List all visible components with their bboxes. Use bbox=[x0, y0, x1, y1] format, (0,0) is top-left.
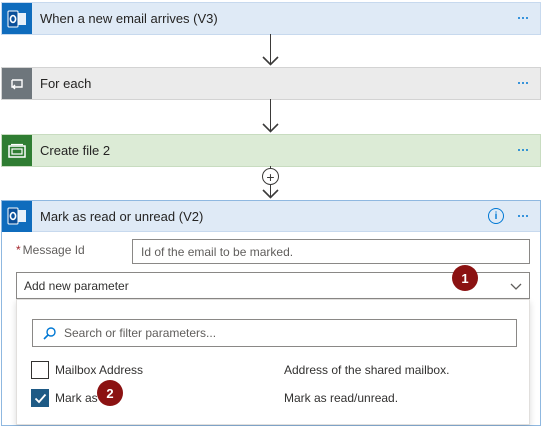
create-file-card[interactable]: Create file 2 bbox=[1, 134, 541, 167]
add-new-parameter-label: Add new parameter bbox=[24, 278, 129, 293]
message-id-input[interactable] bbox=[132, 239, 530, 264]
outlook-icon bbox=[2, 200, 32, 232]
checkmark-icon bbox=[34, 393, 46, 403]
parameter-popup: Mailbox Address Address of the shared ma… bbox=[16, 299, 530, 425]
option-description: Mark as read/unread. bbox=[284, 391, 399, 405]
search-icon bbox=[43, 326, 56, 340]
option-mailbox-address[interactable]: Mailbox Address Address of the shared ma… bbox=[31, 359, 521, 381]
plus-icon: + bbox=[266, 168, 275, 185]
trigger-card[interactable]: When a new email arrives (V3) bbox=[1, 2, 541, 35]
info-icon[interactable]: i bbox=[488, 208, 504, 224]
option-name: Mailbox Address bbox=[55, 363, 144, 377]
add-new-parameter-dropdown[interactable]: Add new parameter bbox=[16, 272, 530, 299]
option-description: Address of the shared mailbox. bbox=[284, 363, 450, 377]
parameter-search-box[interactable] bbox=[32, 319, 517, 347]
message-id-label-text: Message Id bbox=[22, 243, 85, 257]
arrow-down-icon bbox=[262, 123, 279, 133]
add-step-button[interactable]: + bbox=[262, 168, 279, 185]
create-file-card-header[interactable]: Create file 2 bbox=[2, 135, 540, 166]
trigger-title: When a new email arrives (V3) bbox=[40, 11, 218, 26]
connector-line bbox=[270, 99, 271, 131]
foreach-more-button[interactable] bbox=[514, 75, 532, 91]
mark-more-button[interactable] bbox=[514, 208, 532, 224]
create-file-title: Create file 2 bbox=[40, 143, 111, 158]
mark-as-read-card: Mark as read or unread (V2) i *Message I… bbox=[1, 200, 541, 426]
option-mark-as[interactable]: Mark as Mark as read/unread. bbox=[31, 387, 521, 409]
mark-as-checkbox[interactable] bbox=[31, 389, 49, 407]
foreach-card[interactable]: For each bbox=[1, 67, 541, 100]
trigger-more-button[interactable] bbox=[514, 10, 532, 26]
required-marker: * bbox=[16, 243, 21, 257]
mark-card-header[interactable]: Mark as read or unread (V2) i bbox=[2, 200, 540, 232]
chevron-down-icon bbox=[510, 283, 522, 290]
arrow-down-icon bbox=[262, 56, 279, 66]
message-id-label: *Message Id bbox=[16, 243, 85, 257]
trigger-card-header[interactable]: When a new email arrives (V3) bbox=[2, 3, 540, 34]
mark-card-title: Mark as read or unread (V2) bbox=[40, 208, 204, 224]
option-name: Mark as bbox=[55, 391, 98, 405]
callout-badge-1: 1 bbox=[452, 265, 478, 291]
parameter-search-input[interactable] bbox=[64, 326, 504, 340]
foreach-card-header[interactable]: For each bbox=[2, 68, 540, 99]
create-file-more-button[interactable] bbox=[514, 142, 532, 158]
mailbox-address-checkbox[interactable] bbox=[31, 361, 49, 379]
outlook-icon bbox=[2, 3, 32, 34]
sharepoint-file-icon bbox=[2, 135, 32, 166]
loop-icon bbox=[2, 68, 32, 99]
connector-line bbox=[270, 34, 271, 64]
callout-badge-2: 2 bbox=[97, 380, 123, 406]
arrow-down-icon bbox=[262, 189, 279, 199]
foreach-title: For each bbox=[40, 76, 92, 91]
